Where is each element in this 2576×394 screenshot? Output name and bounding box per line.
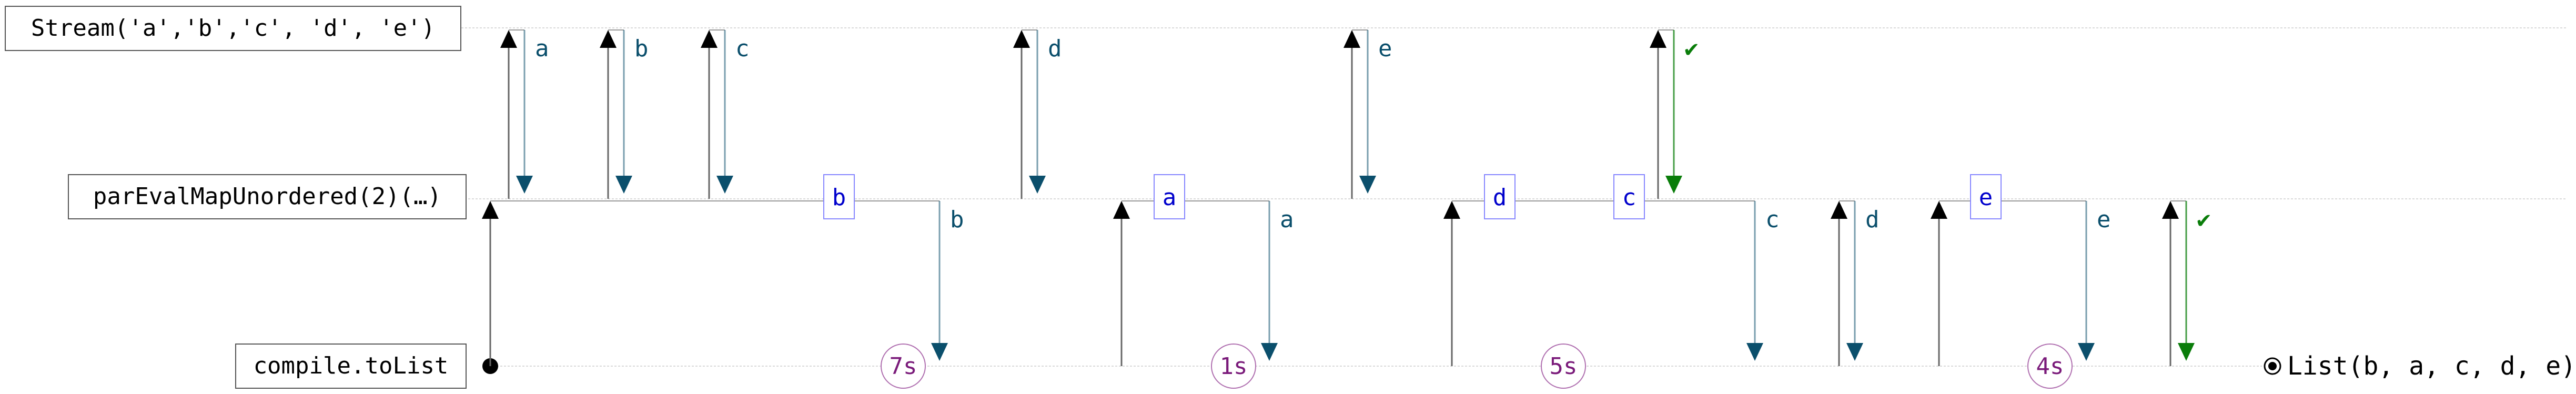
pull-down-arrow: [1665, 176, 1682, 194]
pull-up-arrow: [1113, 201, 1130, 219]
timer-label: 1s: [1220, 353, 1248, 380]
pull-value-label: b: [634, 35, 649, 62]
pull-pair: d: [1013, 29, 1062, 199]
pull-up-arrow: [1343, 30, 1360, 48]
pull-pair: b: [482, 200, 964, 366]
pull-up-arrow: [701, 30, 718, 48]
downstream-emits: b a c d e ✔: [482, 200, 2211, 366]
timer-label: 7s: [890, 353, 917, 380]
pull-value-label: ✔: [2197, 206, 2211, 233]
pull-down-arrow: [516, 176, 533, 194]
inflight-task-box: [1613, 174, 1645, 219]
inflight-task-label: b: [832, 184, 846, 211]
pull-pair: a: [1113, 200, 1294, 366]
inflight-task-label: c: [1622, 184, 1636, 211]
pull-up-arrow: [1443, 201, 1460, 219]
pull-down-arrow: [2078, 343, 2095, 361]
lane-par: parEvalMapUnordered(2)(…): [68, 174, 467, 219]
pull-pair: d: [1831, 200, 1880, 366]
timer-circle: [1211, 344, 1256, 389]
inflight-task-box: [1484, 174, 1516, 219]
pull-up-arrow: [1650, 30, 1666, 48]
lane-compile-label: compile.toList: [254, 352, 449, 379]
inflight-task: a: [1154, 174, 1185, 219]
result-dot-inner: [2268, 362, 2277, 370]
pull-value-label: e: [1378, 35, 1392, 62]
inflight-task: e: [1970, 174, 2002, 219]
timer: 7s: [881, 344, 926, 389]
pull-up-arrow: [600, 30, 617, 48]
pull-value-label: c: [735, 35, 750, 62]
pull-value-label: a: [535, 35, 549, 62]
timer: 1s: [1211, 344, 1256, 389]
timer-label: 5s: [1550, 353, 1578, 380]
inflight-task-box: [1970, 174, 2002, 219]
timer-label: 4s: [2036, 353, 2064, 380]
pull-value-label: a: [1280, 206, 1294, 233]
pull-pair: a: [500, 29, 549, 199]
result: List(b, a, c, d, e): [2264, 351, 2576, 381]
inflight-task-box: [1154, 174, 1185, 219]
pull-pair: c: [701, 29, 750, 199]
pull-down-arrow: [1261, 343, 1278, 361]
pull-down-arrow: [716, 176, 733, 194]
lane-par-label: parEvalMapUnordered(2)(…): [93, 183, 441, 210]
pull-pair: ✔: [2162, 200, 2211, 366]
lane-compile: compile.toList: [235, 344, 467, 389]
pull-pair: e: [1343, 29, 1392, 199]
inflight-task: c: [1613, 174, 1645, 219]
pull-value-label: b: [950, 206, 964, 233]
inflight-task: b: [823, 174, 855, 219]
pull-down-arrow: [1029, 176, 1046, 194]
lane-stream-label: Stream('a','b','c', 'd', 'e'): [31, 15, 435, 42]
pull-pair: e: [1931, 200, 2111, 366]
pull-up-arrow: [482, 201, 499, 219]
timer-circle: [881, 344, 926, 389]
inflight-task-label: d: [1493, 184, 1507, 211]
result-text: List(b, a, c, d, e): [2287, 351, 2576, 381]
inflight-task-box: [823, 174, 855, 219]
pull-value-label: ✔: [1684, 35, 1699, 62]
pull-pair: b: [600, 29, 649, 199]
pull-down-arrow: [1846, 343, 1863, 361]
lane-stream: Stream('a','b','c', 'd', 'e'): [5, 6, 461, 51]
pull-value-label: d: [1865, 206, 1880, 233]
pull-up-arrow: [500, 30, 517, 48]
inflight-task-label: e: [1979, 184, 1993, 211]
inflight-task-label: a: [1163, 184, 1177, 211]
inflight-task: d: [1484, 174, 1516, 219]
lane-stream-box: [5, 6, 461, 51]
timer-circle: [1541, 344, 1586, 389]
pull-pair: c: [1443, 200, 1780, 366]
pull-value-label: c: [1765, 206, 1780, 233]
pull-up-arrow: [1931, 201, 1947, 219]
lane-lines: [458, 27, 2567, 367]
timer: 5s: [1541, 344, 1586, 389]
timer-circle: [2027, 344, 2073, 389]
pull-value-label: e: [2097, 206, 2111, 233]
pull-down-arrow: [1359, 176, 1376, 194]
pull-pair: ✔: [1650, 29, 1699, 199]
pull-down-arrow: [931, 343, 948, 361]
lane-compile-box: [235, 344, 467, 389]
pull-up-arrow: [1013, 30, 1030, 48]
upstream-pulls: a b c d e ✔: [500, 29, 1699, 199]
pull-up-arrow: [2162, 201, 2179, 219]
pull-down-arrow: [2178, 343, 2195, 361]
lane-par-box: [68, 174, 467, 219]
pull-down-arrow: [1746, 343, 1763, 361]
pull-down-arrow: [615, 176, 632, 194]
pull-up-arrow: [1831, 201, 1847, 219]
timer: 4s: [2027, 344, 2073, 389]
pull-value-label: d: [1048, 35, 1062, 62]
